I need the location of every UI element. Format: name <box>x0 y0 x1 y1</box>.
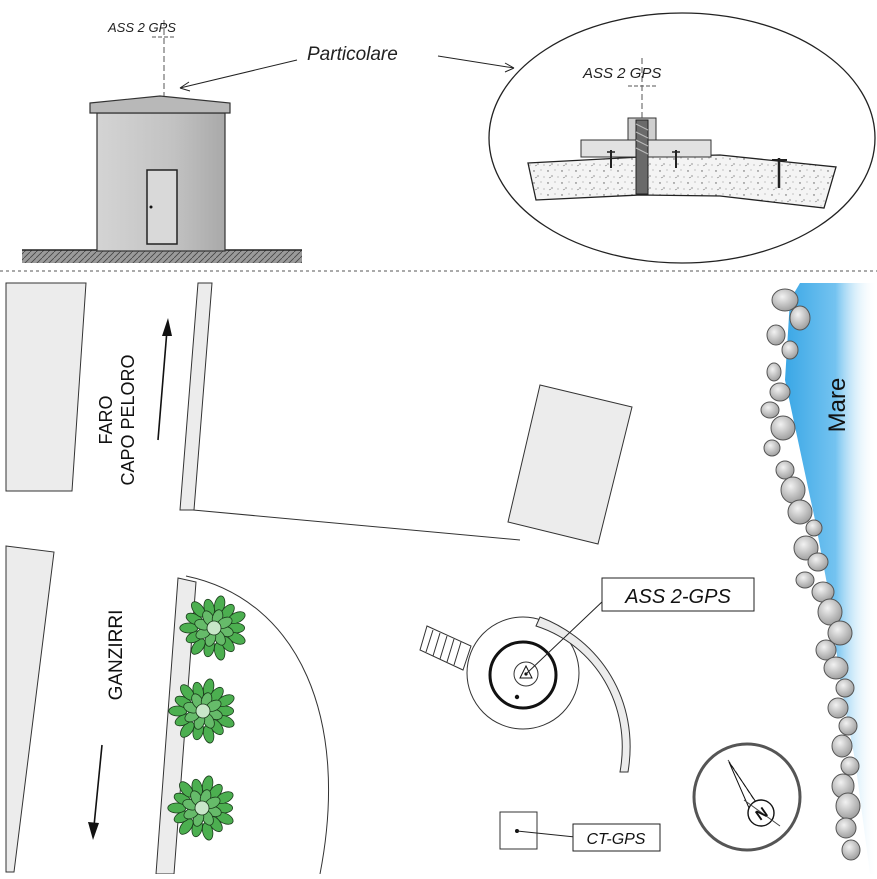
rock-icon <box>823 656 849 680</box>
rock-icon <box>835 678 855 698</box>
station-callout: ASS 2-GPS <box>525 577 755 675</box>
tree-icon <box>167 775 234 841</box>
station-label-plan: ASS 2-GPS <box>624 586 731 608</box>
arrow-south-road <box>88 744 103 840</box>
rock-icon <box>835 817 857 839</box>
direction-label-faro: FARO CAPO PELORO <box>96 354 138 485</box>
building-left-bottom <box>5 545 55 873</box>
capo-peloro-label: CAPO PELORO <box>118 354 138 485</box>
rock-icon <box>840 756 860 776</box>
rock-icon <box>835 792 861 820</box>
tree-icon <box>168 678 235 744</box>
rock-icon <box>805 519 823 537</box>
rock-icon <box>763 439 781 457</box>
gps-antenna-symbol-top <box>152 20 176 96</box>
rock-icon <box>780 476 806 504</box>
rock-icon <box>841 839 861 861</box>
tree-icon <box>179 595 246 661</box>
rock-icon <box>827 620 853 646</box>
rock-icon <box>766 324 786 346</box>
road-edge-top <box>179 282 213 511</box>
rocky-shoreline <box>760 288 861 861</box>
ganzirri-label: GANZIRRI <box>106 610 127 701</box>
rock-icon <box>760 401 780 419</box>
rock-icon <box>793 535 819 561</box>
compass-north-icon: N <box>692 742 802 852</box>
sea-label: Mare <box>824 378 851 433</box>
rock-icon <box>770 415 796 441</box>
particolare-arrows <box>179 55 515 92</box>
rock-icon <box>766 362 782 382</box>
arrow-north-road <box>157 318 172 441</box>
side-road-line <box>192 509 521 541</box>
rock-icon <box>769 382 791 402</box>
rock-icon <box>807 552 829 572</box>
rock-icon <box>827 697 849 719</box>
trees-group <box>167 595 246 841</box>
rock-icon <box>817 598 843 626</box>
station-plan <box>419 616 631 773</box>
building-left-top <box>5 282 87 492</box>
property-curve <box>185 575 330 875</box>
rock-icon <box>775 460 795 480</box>
rock-icon <box>815 639 837 661</box>
ct-gps-marker: CT-GPS <box>499 811 661 852</box>
station-label-detail: ASS 2 GPS <box>582 65 661 82</box>
stairs <box>419 625 472 671</box>
station-label-top: ASS 2 GPS <box>107 20 176 35</box>
rock-icon <box>771 288 799 312</box>
ground-line <box>22 250 302 263</box>
faro-label: FARO <box>96 395 116 444</box>
particolare-label: Particolare <box>307 44 398 65</box>
rock-icon <box>787 499 813 525</box>
rock-icon <box>781 340 799 360</box>
rock-icon <box>831 734 853 758</box>
rock-icon <box>795 571 815 589</box>
ct-gps-label: CT-GPS <box>587 831 646 848</box>
building-right <box>507 384 633 545</box>
station-building-elevation <box>89 95 231 252</box>
rock-icon <box>789 305 811 331</box>
detail-ellipse <box>488 12 876 264</box>
rock-icon <box>838 716 858 736</box>
